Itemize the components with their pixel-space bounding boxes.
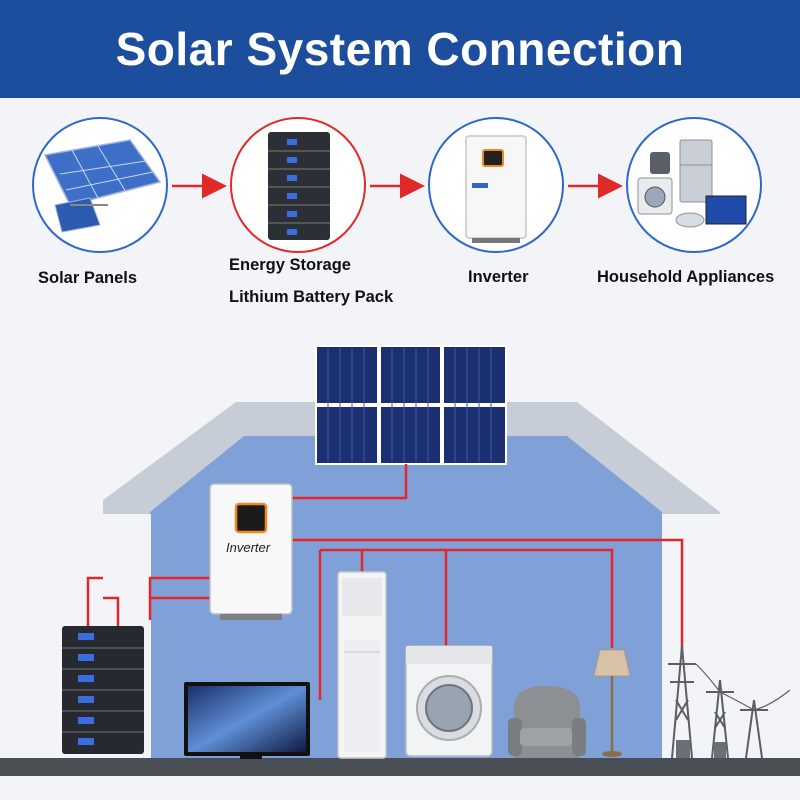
title-banner <box>0 0 800 98</box>
solar-panel-icon <box>43 139 162 233</box>
step-energy-storage <box>230 117 366 253</box>
house-battery-stack <box>62 626 144 754</box>
page-title: Solar System Connection <box>115 23 685 75</box>
power-grid-towers <box>668 645 791 759</box>
energy-storage-label: Energy Storage <box>229 256 351 274</box>
floor-lamp <box>593 649 631 757</box>
washing-machine <box>405 645 493 757</box>
solar-panels-label: Solar Panels <box>38 269 138 287</box>
step-inverter <box>428 117 564 253</box>
house-inverter-label: Inverter <box>226 540 271 555</box>
appliances-icon <box>637 139 747 228</box>
step-household-appliances <box>626 117 762 253</box>
inverter-label: Inverter <box>468 268 529 286</box>
air-conditioner <box>337 571 387 759</box>
power-wiring <box>86 464 684 700</box>
inverter-icon <box>465 135 527 243</box>
house-inverter <box>209 483 293 620</box>
household-appliances-label: Household Appliances <box>597 268 775 286</box>
roof-solar-array <box>315 345 507 465</box>
battery-pack-icon <box>268 132 330 240</box>
wall-opening-right <box>662 514 722 758</box>
television <box>184 682 310 759</box>
step-solar-panels <box>32 117 168 253</box>
armchair <box>508 686 586 758</box>
ground-strip <box>0 758 800 776</box>
lithium-battery-label: Lithium Battery Pack <box>229 288 394 306</box>
